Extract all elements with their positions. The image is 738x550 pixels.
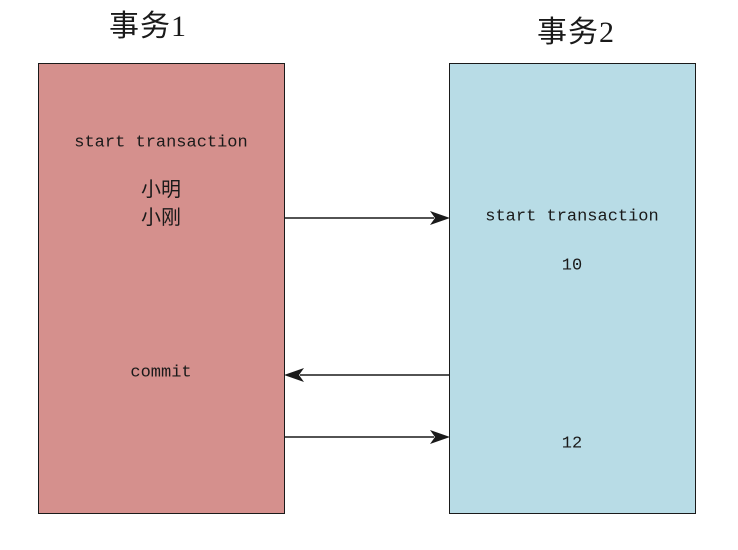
tx1-name-xiaoming-text: 小明 <box>141 179 181 201</box>
arrow-tx1-to-tx2-lower <box>285 430 450 444</box>
transaction1-title: 事务1 <box>109 10 187 43</box>
tx1-commit-text: commit <box>130 363 192 383</box>
transaction1-box <box>38 63 285 514</box>
tx2-value-12-text: 12 <box>561 434 583 454</box>
arrow-tx2-to-tx1-commit <box>284 368 449 382</box>
tx1-start-transaction-text: start transaction <box>74 133 248 153</box>
transaction2-title: 事务2 <box>537 16 615 49</box>
arrow-tx1-to-tx2-upper <box>285 211 450 225</box>
tx1-name-xiaogang-text: 小刚 <box>141 207 181 229</box>
transaction2-box <box>449 63 696 514</box>
tx2-value-10-text: 10 <box>561 256 583 276</box>
tx2-start-transaction-text: start transaction <box>485 207 659 227</box>
